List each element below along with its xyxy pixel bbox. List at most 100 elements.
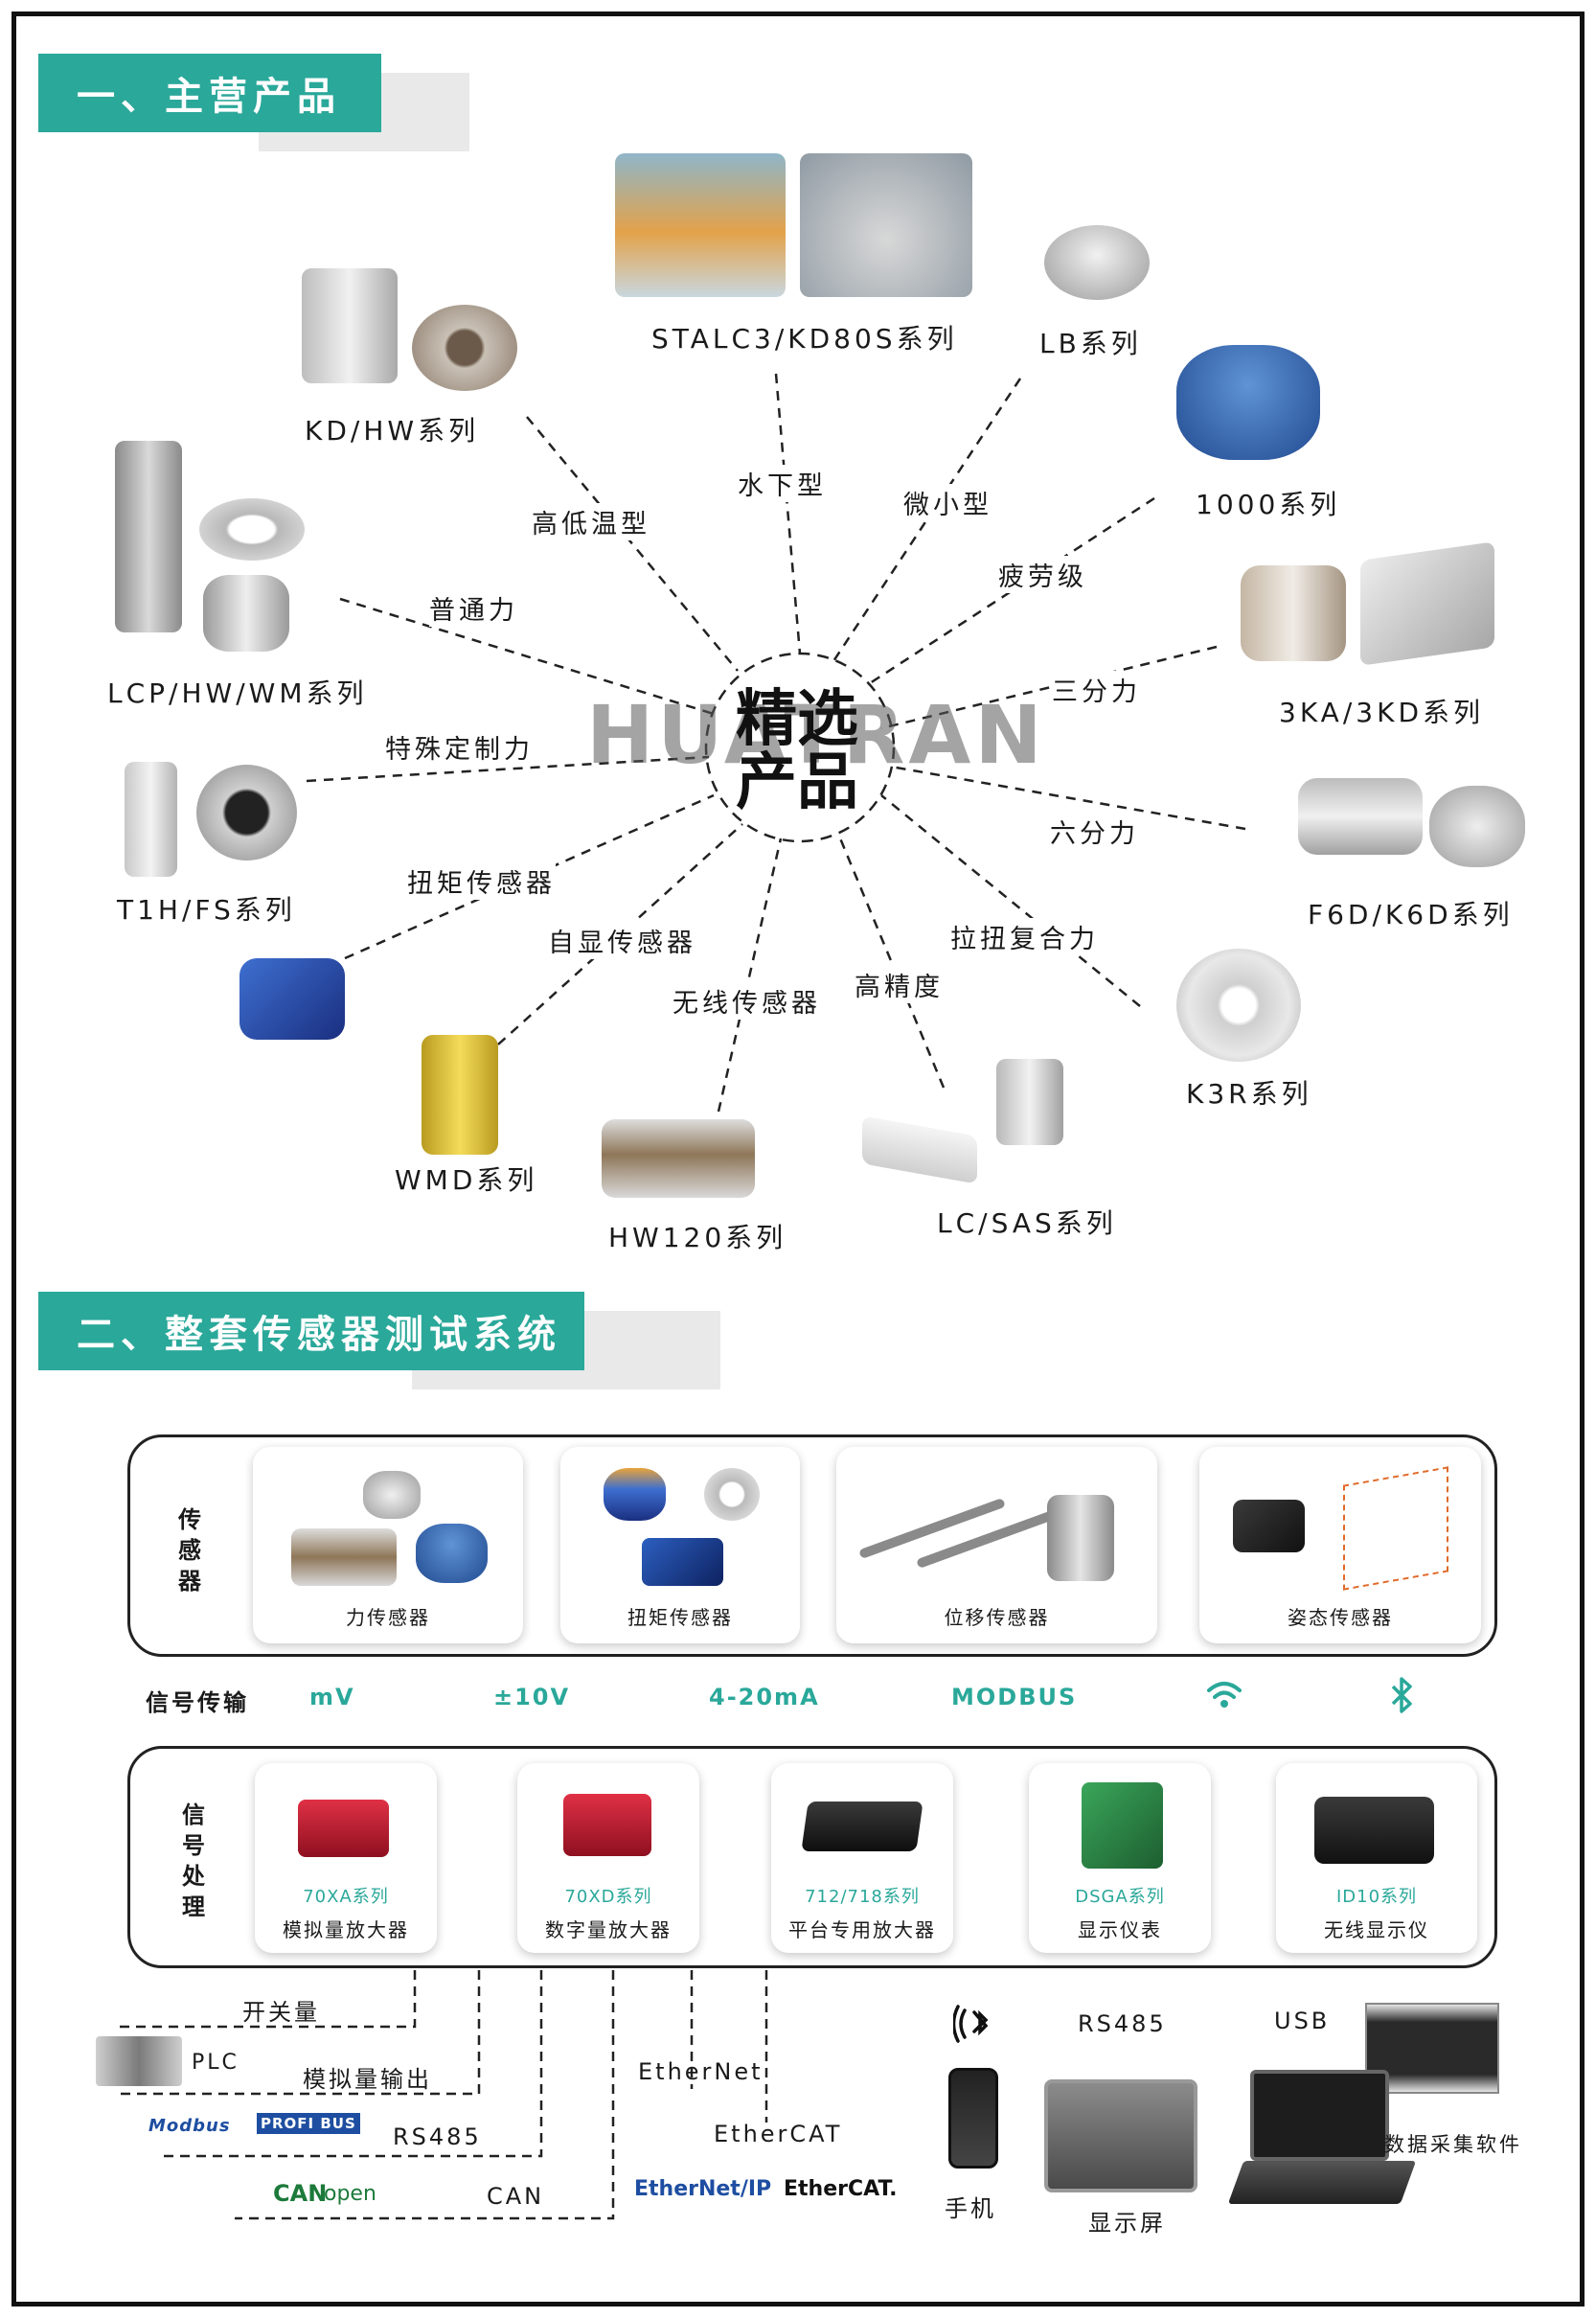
product-image-k3r xyxy=(1176,949,1301,1062)
processor-card-70xd[interactable]: 70XD系列 数字量放大器 xyxy=(517,1763,699,1953)
processor-card-712[interactable]: 712/718系列 平台专用放大器 xyxy=(771,1763,953,1953)
bluetooth-icon xyxy=(1391,1677,1412,1713)
processor-712-name: 平台专用放大器 xyxy=(788,1918,936,1941)
processor-70xa-series: 70XA系列 xyxy=(303,1887,389,1907)
output-software-label: 数据采集软件 xyxy=(1384,2133,1522,2156)
product-label-3ka: 3KA/3KD系列 xyxy=(1279,697,1485,728)
display-screen-image xyxy=(1044,2079,1197,2192)
attitude-sensor-image xyxy=(1233,1500,1305,1552)
product-image-k6d xyxy=(1429,786,1525,867)
category-high-precision: 高精度 xyxy=(855,966,944,1003)
output-plc-label: PLC xyxy=(192,2051,239,2075)
output-can-label: CAN xyxy=(487,2183,545,2210)
signal-modbus: MODBUS xyxy=(951,1684,1078,1710)
sensor-card-force[interactable]: 力传感器 xyxy=(253,1447,523,1643)
wireless-signal-icon xyxy=(953,2005,989,2043)
product-label-lcp: LCP/HW/WM系列 xyxy=(107,677,368,709)
product-image-hw120 xyxy=(602,1119,755,1198)
product-label-stalc3: STALC3/KD80S系列 xyxy=(651,323,958,355)
processor-70xd-series: 70XD系列 xyxy=(564,1887,652,1907)
category-underwater: 水下型 xyxy=(738,465,827,502)
sensor-card-attitude-label: 姿态传感器 xyxy=(1288,1606,1393,1629)
processor-70xa-image xyxy=(298,1800,389,1857)
output-connector-lines xyxy=(115,1970,768,2220)
ethercat-logo: EtherCAT. xyxy=(784,2177,898,2201)
product-image-stalc3-b xyxy=(800,153,972,297)
category-six-axis: 六分力 xyxy=(1050,813,1139,850)
category-three-axis: 三分力 xyxy=(1052,671,1141,708)
product-image-lcp-button xyxy=(203,575,289,652)
product-image-lcp-column xyxy=(115,441,182,632)
sensors-row-label-1: 传 xyxy=(178,1506,201,1533)
processor-70xd-name: 数字量放大器 xyxy=(545,1918,672,1941)
category-tension-torsion: 拉扭复合力 xyxy=(950,918,1099,955)
radial-connector-lines xyxy=(306,373,1246,1113)
displacement-sensor-image-3 xyxy=(1047,1495,1114,1581)
processing-row-label-4: 理 xyxy=(182,1893,205,1920)
processor-70xd-image xyxy=(563,1794,651,1856)
processor-id10-image xyxy=(1314,1797,1434,1864)
plc-image xyxy=(96,2036,182,2086)
modbus-logo: Modbus xyxy=(148,2116,231,2136)
processor-dsga-image xyxy=(1082,1782,1163,1869)
output-rs485-display-label: RS485 xyxy=(1078,2010,1167,2037)
product-image-kdhw-ring xyxy=(412,305,517,391)
product-label-f6d: F6D/K6D系列 xyxy=(1308,899,1514,930)
center-title-line1: 精选 xyxy=(736,684,858,755)
category-fatigue: 疲劳级 xyxy=(998,556,1087,593)
center-title-line2: 产品 xyxy=(736,747,858,818)
output-ethernet-label: EtherNet xyxy=(638,2058,764,2085)
torque-sensor-image-3 xyxy=(642,1538,723,1586)
processor-card-70xa[interactable]: 70XA系列 模拟量放大器 xyxy=(255,1763,437,1953)
processor-card-dsga[interactable]: DSGA系列 显示仪表 xyxy=(1029,1763,1211,1953)
product-label-kdhw: KD/HW系列 xyxy=(305,415,480,447)
product-image-wmd xyxy=(422,1035,498,1155)
sensors-row-label-2: 感 xyxy=(178,1537,201,1564)
signal-10v: ±10V xyxy=(493,1684,571,1710)
category-self-display: 自显传感器 xyxy=(548,922,696,959)
output-ethercat-label: EtherCAT xyxy=(714,2121,843,2147)
signal-4-20ma: 4-20mA xyxy=(709,1684,820,1710)
category-miniature: 微小型 xyxy=(903,484,992,521)
category-high-low-temp: 高低温型 xyxy=(532,503,650,540)
processor-712-series: 712/718系列 xyxy=(805,1887,920,1907)
product-image-kdhw-s xyxy=(302,268,398,383)
category-torque-sensor: 扭矩传感器 xyxy=(407,862,556,900)
processor-70xa-name: 模拟量放大器 xyxy=(283,1918,409,1941)
torque-sensor-image xyxy=(604,1468,666,1521)
product-label-t1h: T1H/FS系列 xyxy=(117,894,296,926)
output-display-label: 显示屏 xyxy=(1088,2210,1166,2237)
product-label-hw120: HW120系列 xyxy=(608,1222,787,1253)
sensors-row-label-3: 器 xyxy=(178,1568,201,1595)
phone-image xyxy=(948,2068,998,2169)
product-image-lc xyxy=(996,1059,1063,1145)
sensor-card-attitude[interactable]: 姿态传感器 xyxy=(1199,1447,1481,1643)
laptop-screen-image xyxy=(1250,2070,1389,2161)
sensor-card-torque-label: 扭矩传感器 xyxy=(627,1606,733,1629)
sensor-card-force-label: 力传感器 xyxy=(346,1606,430,1629)
displacement-sensor-image xyxy=(858,1497,1006,1560)
laptop-base-image xyxy=(1227,2161,1417,2204)
processor-dsga-name: 显示仪表 xyxy=(1078,1918,1162,1941)
processor-id10-name: 无线显示仪 xyxy=(1324,1918,1429,1941)
product-image-lb xyxy=(1044,225,1150,300)
processor-712-image xyxy=(801,1802,923,1851)
force-sensor-image xyxy=(363,1471,421,1519)
processing-row-label-3: 处 xyxy=(182,1863,205,1890)
sensor-card-displacement-label: 位移传感器 xyxy=(944,1606,1050,1629)
product-image-lcp-ring xyxy=(199,498,305,561)
canopen-logo-can: CAN xyxy=(273,2180,328,2207)
processor-card-id10[interactable]: ID10系列 无线显示仪 xyxy=(1276,1763,1477,1953)
product-image-3kd xyxy=(1360,541,1494,666)
category-wireless: 无线传感器 xyxy=(673,982,821,1020)
sensor-card-displacement[interactable]: 位移传感器 xyxy=(836,1447,1157,1643)
force-sensor-image-3 xyxy=(416,1524,488,1583)
product-label-wmd: WMD系列 xyxy=(395,1164,538,1196)
output-phone-label: 手机 xyxy=(945,2195,996,2222)
processing-row-label-1: 信 xyxy=(182,1802,205,1828)
product-image-torque xyxy=(239,958,345,1040)
product-label-1000: 1000系列 xyxy=(1196,489,1341,520)
processor-id10-series: ID10系列 xyxy=(1335,1887,1418,1907)
torque-sensor-image-2 xyxy=(704,1468,760,1521)
sensor-card-torque[interactable]: 扭矩传感器 xyxy=(560,1447,800,1643)
